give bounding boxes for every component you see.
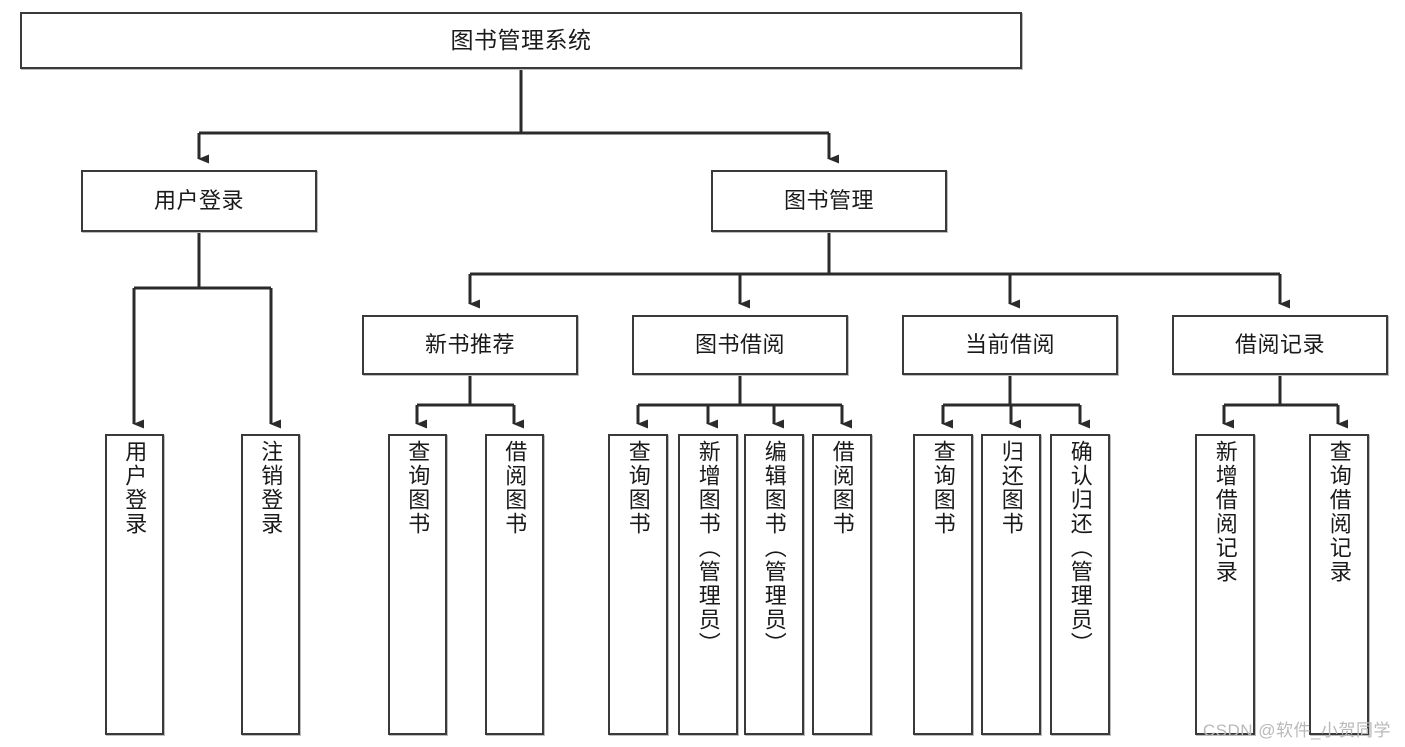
leaf-user-login-login[interactable]: 用户登录 xyxy=(105,434,164,735)
node-label: 归还图书 xyxy=(998,440,1024,536)
node-label: 查询图书 xyxy=(625,440,651,536)
leaf-user-login-logout[interactable]: 注销登录 xyxy=(241,434,300,735)
node-borrow-record[interactable]: 借阅记录 xyxy=(1172,315,1388,375)
leaf-current-borrow-query[interactable]: 查询图书 xyxy=(913,434,973,735)
leaf-book-borrow-query[interactable]: 查询图书 xyxy=(608,434,668,735)
node-user-login[interactable]: 用户登录 xyxy=(81,170,317,232)
node-label: 用户登录 xyxy=(153,188,244,214)
node-current-borrow[interactable]: 当前借阅 xyxy=(902,315,1118,375)
leaf-book-borrow-edit[interactable]: 编辑图书（管理员） xyxy=(744,434,804,735)
node-book-borrow[interactable]: 图书借阅 xyxy=(632,315,848,375)
leaf-borrow-record-add[interactable]: 新增借阅记录 xyxy=(1195,434,1255,735)
node-label: 新增借阅记录 xyxy=(1212,440,1238,584)
node-label: 新增图书（管理员） xyxy=(695,440,721,656)
node-label: 编辑图书（管理员） xyxy=(761,440,787,656)
node-label: 图书管理系统 xyxy=(450,27,592,54)
node-label: 当前借阅 xyxy=(964,332,1055,358)
node-label: 图书管理 xyxy=(783,188,874,214)
node-new-book-recommend[interactable]: 新书推荐 xyxy=(362,315,578,375)
node-label: 注销登录 xyxy=(258,440,284,536)
node-label: 查询图书 xyxy=(930,440,956,536)
node-root-system[interactable]: 图书管理系统 xyxy=(20,12,1022,69)
node-label: 图书借阅 xyxy=(694,332,785,358)
leaf-borrow-record-query[interactable]: 查询借阅记录 xyxy=(1309,434,1369,735)
node-label: 查询图书 xyxy=(405,440,431,536)
node-label: 确认归还（管理员） xyxy=(1067,440,1093,656)
node-label: 用户登录 xyxy=(122,440,148,536)
node-label: 借阅图书 xyxy=(502,440,528,536)
leaf-new-book-borrow[interactable]: 借阅图书 xyxy=(485,434,544,735)
leaf-current-borrow-confirm-return[interactable]: 确认归还（管理员） xyxy=(1050,434,1110,735)
leaf-new-book-query[interactable]: 查询图书 xyxy=(388,434,447,735)
watermark-text: CSDN @软件_小贺同学 xyxy=(1202,721,1391,740)
node-label: 查询借阅记录 xyxy=(1326,440,1352,584)
node-label: 新书推荐 xyxy=(424,332,515,358)
leaf-book-borrow-add[interactable]: 新增图书（管理员） xyxy=(678,434,738,735)
node-label: 借阅记录 xyxy=(1234,332,1325,358)
node-book-management[interactable]: 图书管理 xyxy=(711,170,947,232)
node-label: 借阅图书 xyxy=(829,440,855,536)
leaf-current-borrow-return[interactable]: 归还图书 xyxy=(981,434,1041,735)
leaf-book-borrow-borrow[interactable]: 借阅图书 xyxy=(812,434,872,735)
